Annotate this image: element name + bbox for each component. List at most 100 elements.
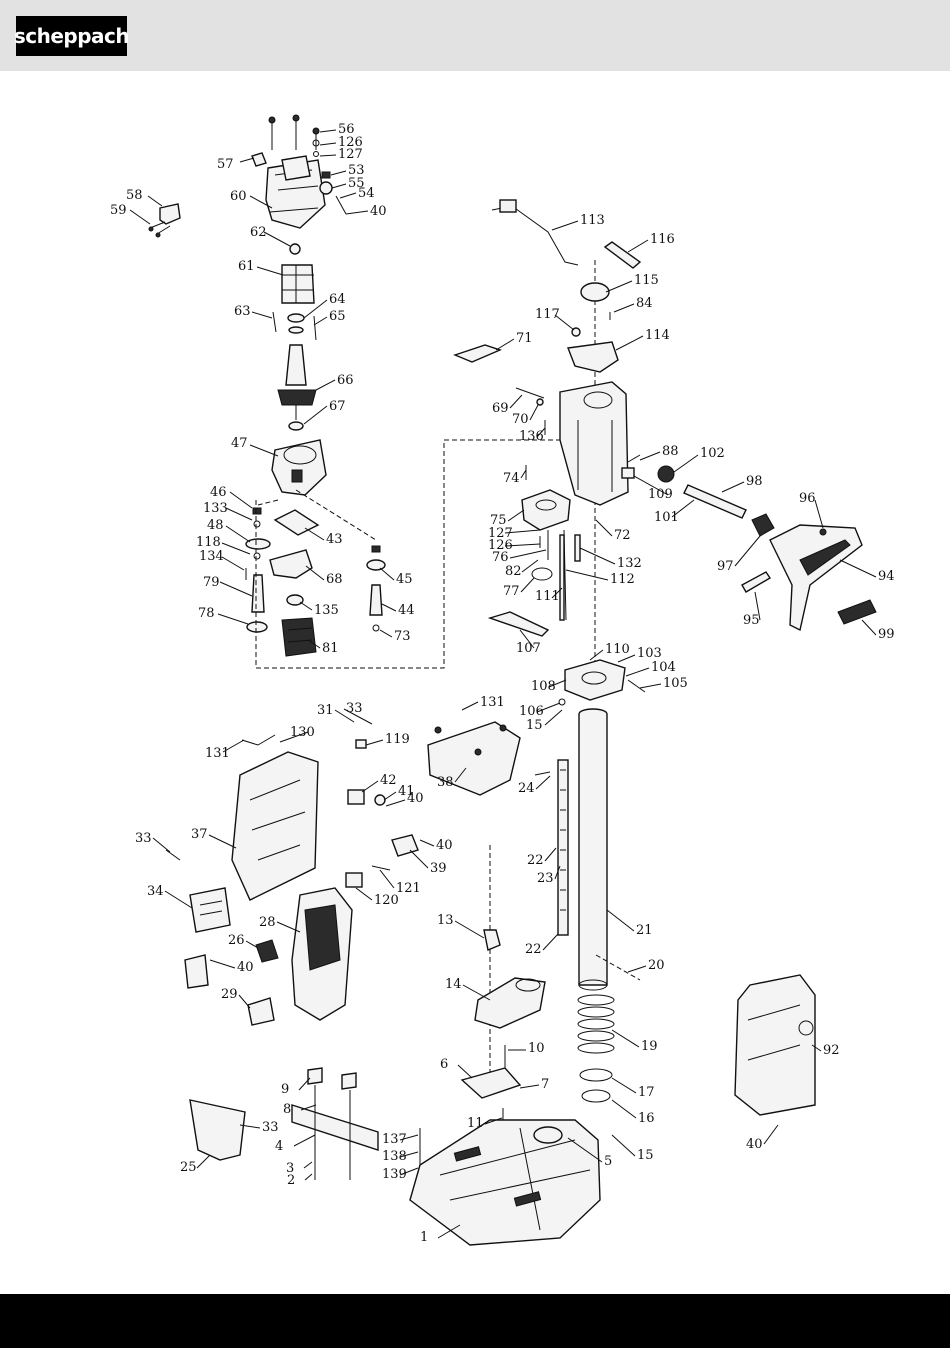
washer-62 bbox=[289, 243, 301, 255]
part-number-label: 79 bbox=[203, 575, 220, 590]
part-number-label: 126 bbox=[338, 135, 363, 150]
ring-77 bbox=[531, 567, 553, 581]
switch-58-59 bbox=[148, 203, 181, 238]
part-number-label: 6 bbox=[440, 1057, 448, 1072]
screw-88 bbox=[627, 454, 641, 463]
part-number-label: 84 bbox=[636, 296, 653, 311]
part-number-label: 17 bbox=[638, 1085, 655, 1100]
motor-housing-60 bbox=[265, 155, 326, 229]
part-number-label: 66 bbox=[337, 373, 354, 388]
part-number-label: 131 bbox=[205, 746, 230, 761]
part-number-label: 133 bbox=[203, 501, 228, 516]
part-number-label: 111 bbox=[535, 589, 560, 604]
part-number-label: 69 bbox=[492, 401, 509, 416]
part-number-label: 67 bbox=[329, 399, 346, 414]
control-panel-34 bbox=[184, 887, 231, 989]
part-number-label: 110 bbox=[605, 642, 630, 657]
bracket-4 bbox=[291, 1067, 379, 1180]
part-number-label: 58 bbox=[126, 188, 143, 203]
part-number-label: 117 bbox=[535, 307, 560, 322]
part-number-label: 109 bbox=[648, 487, 673, 502]
column-housing-72 bbox=[559, 381, 629, 506]
screws-33 bbox=[165, 849, 181, 861]
page-footer bbox=[0, 1294, 950, 1348]
dash-bracket bbox=[255, 439, 560, 669]
part-number-label: 20 bbox=[648, 958, 665, 973]
part-number-label: 22 bbox=[527, 853, 544, 868]
part-109 bbox=[621, 467, 635, 479]
part-number-label: 26 bbox=[228, 933, 245, 948]
side-housing-92 bbox=[734, 974, 816, 1116]
part-135 bbox=[286, 594, 304, 606]
part-number-label: 104 bbox=[651, 660, 676, 675]
leader-lines bbox=[129, 129, 877, 1239]
clip-130-131 bbox=[241, 734, 276, 746]
plate-43 bbox=[273, 509, 320, 536]
part-number-label: 40 bbox=[407, 791, 424, 806]
part-96 bbox=[819, 528, 827, 536]
part-number-label: 130 bbox=[290, 725, 315, 740]
base-1 bbox=[409, 1119, 601, 1246]
screws-top bbox=[268, 114, 320, 157]
part-number-label: 136 bbox=[519, 429, 544, 444]
part-number-label: 21 bbox=[636, 923, 653, 938]
lever-71 bbox=[452, 344, 502, 363]
armature-66 bbox=[277, 344, 317, 420]
part-number-label: 15 bbox=[526, 718, 543, 733]
part-number-label: 55 bbox=[348, 176, 365, 191]
page-header: scheppach bbox=[0, 0, 950, 71]
part-number-label: 126 bbox=[488, 538, 513, 553]
part-number-label: 138 bbox=[382, 1149, 407, 1164]
part-number-label: 5 bbox=[604, 1154, 612, 1169]
spindle-stack-left bbox=[245, 507, 271, 633]
part-116 bbox=[603, 241, 642, 269]
part-number-label: 34 bbox=[147, 884, 164, 899]
bearing-67 bbox=[288, 421, 304, 431]
part-121 bbox=[371, 865, 391, 871]
part-number-label: 127 bbox=[488, 526, 513, 541]
part-number-label: 113 bbox=[580, 213, 605, 228]
part-number-label: 107 bbox=[516, 641, 541, 656]
part-106 bbox=[558, 698, 566, 706]
part-number-label: 76 bbox=[492, 550, 509, 565]
part-number-label: 72 bbox=[614, 528, 631, 543]
rack-112 bbox=[559, 534, 565, 621]
part-number-label: 40 bbox=[370, 204, 387, 219]
screw-105 bbox=[627, 679, 646, 693]
part-number-label: 73 bbox=[394, 629, 411, 644]
part-number-label: 98 bbox=[746, 474, 763, 489]
part-number-label: 54 bbox=[358, 186, 375, 201]
guard-25 bbox=[189, 1099, 246, 1161]
part-26 bbox=[255, 939, 279, 963]
part-number-label: 29 bbox=[221, 987, 238, 1002]
column-21 bbox=[578, 708, 608, 991]
board-39 bbox=[391, 834, 419, 857]
part-number-label: 62 bbox=[250, 225, 267, 240]
part-number-label: 137 bbox=[382, 1132, 407, 1147]
part-number-label: 131 bbox=[480, 695, 505, 710]
part-number-label: 46 bbox=[210, 485, 227, 500]
part-number-label: 3 bbox=[286, 1161, 294, 1176]
part-number-label: 118 bbox=[196, 535, 221, 550]
clamp-110 bbox=[564, 659, 626, 701]
bearing-64 bbox=[287, 313, 305, 323]
part-number-label: 31 bbox=[317, 703, 334, 718]
part-number-label: 44 bbox=[398, 603, 415, 618]
part-number-label: 121 bbox=[396, 881, 421, 896]
part-number-label: 4 bbox=[275, 1139, 283, 1154]
part-number-label: 63 bbox=[234, 304, 251, 319]
part-number-label: 135 bbox=[314, 603, 339, 618]
grip-99 bbox=[837, 599, 877, 625]
part-number-label: 56 bbox=[338, 122, 355, 137]
part-120 bbox=[345, 872, 363, 888]
bar-132 bbox=[574, 534, 581, 562]
part-number-label: 53 bbox=[348, 163, 365, 178]
plate-6 bbox=[460, 1067, 522, 1099]
switch-42-41 bbox=[347, 789, 386, 806]
chuck-81 bbox=[281, 617, 317, 657]
part-number-label: 19 bbox=[641, 1039, 658, 1054]
part-number-label: 60 bbox=[230, 189, 247, 204]
part-number-label: 115 bbox=[634, 273, 659, 288]
part-number-label: 24 bbox=[518, 781, 535, 796]
part-number-label: 139 bbox=[382, 1167, 407, 1182]
